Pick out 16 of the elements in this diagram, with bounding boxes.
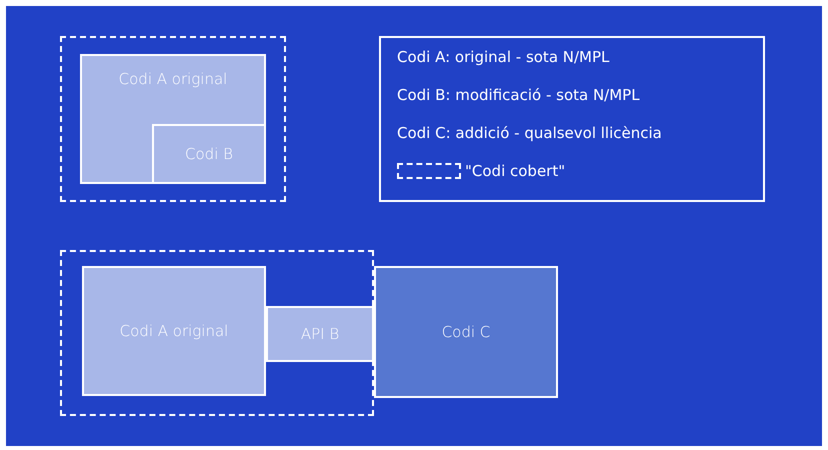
box-label: API B [300, 325, 340, 343]
box-label: Codi A original [120, 322, 228, 340]
box-label: Codi B [185, 145, 233, 163]
legend-text: Codi C: addició - qualsevol llicència [397, 124, 662, 142]
code-box [152, 124, 266, 184]
code-box [80, 54, 266, 184]
box-label: Codi A original [118, 70, 228, 88]
legend-text: Codi A: original - sota N/MPL [397, 48, 610, 66]
code-box [374, 266, 558, 398]
code-box [266, 306, 374, 362]
legend-text: Codi B: modificació - sota N/MPL [397, 86, 640, 104]
legend-text: "Codi cobert" [465, 162, 566, 180]
box-label: Codi C [442, 323, 490, 341]
code-box [82, 266, 266, 396]
dashed-outline [60, 36, 286, 202]
dashed-outline [60, 250, 374, 416]
